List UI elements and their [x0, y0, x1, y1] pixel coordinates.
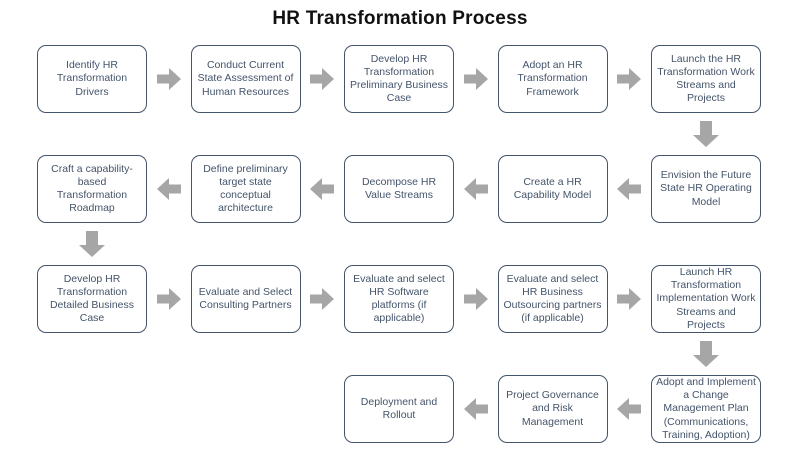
flow-arrow-down-icon [693, 121, 719, 147]
flow-arrow-right-icon [156, 288, 181, 310]
process-step-label: Launch HR Transformation Implementation … [656, 266, 756, 331]
flow-arrow-right [147, 45, 191, 113]
process-step-label: Adopt and Implement a Change Management … [656, 376, 756, 441]
flow-row-2: Craft a capability-based Transformation … [37, 155, 761, 223]
flow-arrow-down [693, 121, 719, 147]
process-step-box: Deployment and Rollout [344, 375, 454, 443]
flow-arrow-left [147, 155, 191, 223]
flow-arrow-right-icon [617, 68, 642, 90]
process-step-label: Conduct Current State Assessment of Huma… [197, 59, 294, 98]
process-step-box: Adopt an HR Transformation Framework [497, 45, 608, 113]
process-step-label: Launch the HR Transformation Work Stream… [657, 52, 755, 105]
flow-arrow-right [608, 45, 652, 113]
flow-arrow-down-icon [79, 231, 105, 257]
process-step-label: Develop HR Transformation Preliminary Bu… [349, 52, 449, 105]
process-step-label: Decompose HR Value Streams [361, 175, 437, 201]
process-step-box: Launch the HR Transformation Work Stream… [651, 45, 761, 113]
flow-arrow-right [454, 45, 498, 113]
process-step-box: Develop HR Transformation Preliminary Bu… [344, 45, 454, 113]
process-step-label: Create a HR Capability Model [513, 175, 592, 201]
flow-arrow-right [608, 265, 652, 333]
process-step-box: Craft a capability-based Transformation … [37, 155, 147, 223]
flow-row-1: Identify HR Transformation Drivers Conduc… [37, 45, 761, 113]
process-step-box: Evaluate and select HR Business Outsourc… [497, 265, 608, 333]
process-step-box: Decompose HR Value Streams [344, 155, 454, 223]
process-step-box: Create a HR Capability Model [497, 155, 608, 223]
flow-arrow-right [301, 45, 345, 113]
process-step-box: Project Governance and Risk Management [497, 375, 608, 443]
flow-arrow-right-icon [156, 68, 181, 90]
flow-row-3: Develop HR Transformation Detailed Busin… [37, 265, 761, 333]
flow-arrow-left-icon [156, 178, 181, 200]
process-step-label: Project Governance and Risk Management [506, 389, 599, 428]
flow-arrow-right [454, 265, 498, 333]
process-step-label: Evaluate and select HR Software platform… [353, 272, 445, 325]
process-step-box: Develop HR Transformation Detailed Busin… [37, 265, 147, 333]
flow-arrow-right [147, 265, 191, 333]
flow-arrow-left [608, 375, 652, 443]
diagram-title: HR Transformation Process [272, 8, 528, 29]
flow-arrow-left [454, 155, 498, 223]
flow-arrow-left-icon [617, 178, 642, 200]
process-step-label: Adopt an HR Transformation Framework [517, 59, 588, 98]
process-step-box: Define preliminary target state conceptu… [190, 155, 301, 223]
process-step-label: Identify HR Transformation Drivers [56, 59, 128, 98]
process-step-box: Identify HR Transformation Drivers [37, 45, 147, 113]
process-step-box: Evaluate and Select Consulting Partners [190, 265, 301, 333]
flow-arrow-right-icon [463, 68, 488, 90]
flow-row-4: Deployment and Rollout Project Governance… [344, 375, 761, 443]
flow-arrow-left-icon [463, 178, 488, 200]
process-step-box: Envision the Future State HR Operating M… [651, 155, 761, 223]
process-step-label: Craft a capability-based Transformation … [51, 162, 133, 215]
flow-arrow-right [301, 265, 345, 333]
process-step-label: Deployment and Rollout [360, 395, 438, 421]
process-step-box: Evaluate and select HR Software platform… [344, 265, 454, 333]
flow-arrow-left-icon [463, 398, 488, 420]
process-step-label: Develop HR Transformation Detailed Busin… [49, 272, 135, 325]
flow-arrow-left [608, 155, 652, 223]
process-step-box: Adopt and Implement a Change Management … [651, 375, 761, 443]
process-step-label: Evaluate and Select Consulting Partners [198, 285, 293, 311]
flow-arrow-left [454, 375, 498, 443]
process-step-label: Define preliminary target state conceptu… [203, 162, 288, 215]
process-step-label: Evaluate and select HR Business Outsourc… [503, 272, 602, 325]
flow-arrow-left-icon [617, 398, 642, 420]
process-step-label: Envision the Future State HR Operating M… [660, 169, 752, 208]
flow-arrow-down [79, 231, 105, 257]
flow-arrow-right-icon [617, 288, 642, 310]
flow-arrow-left-icon [310, 178, 335, 200]
process-step-box: Launch HR Transformation Implementation … [651, 265, 761, 333]
flow-arrow-right-icon [310, 288, 335, 310]
process-step-box: Conduct Current State Assessment of Huma… [190, 45, 301, 113]
flow-arrow-right-icon [463, 288, 488, 310]
flow-arrow-down-icon [693, 341, 719, 367]
flow-arrow-down [693, 341, 719, 367]
flow-arrow-left [301, 155, 345, 223]
flow-arrow-right-icon [310, 68, 335, 90]
